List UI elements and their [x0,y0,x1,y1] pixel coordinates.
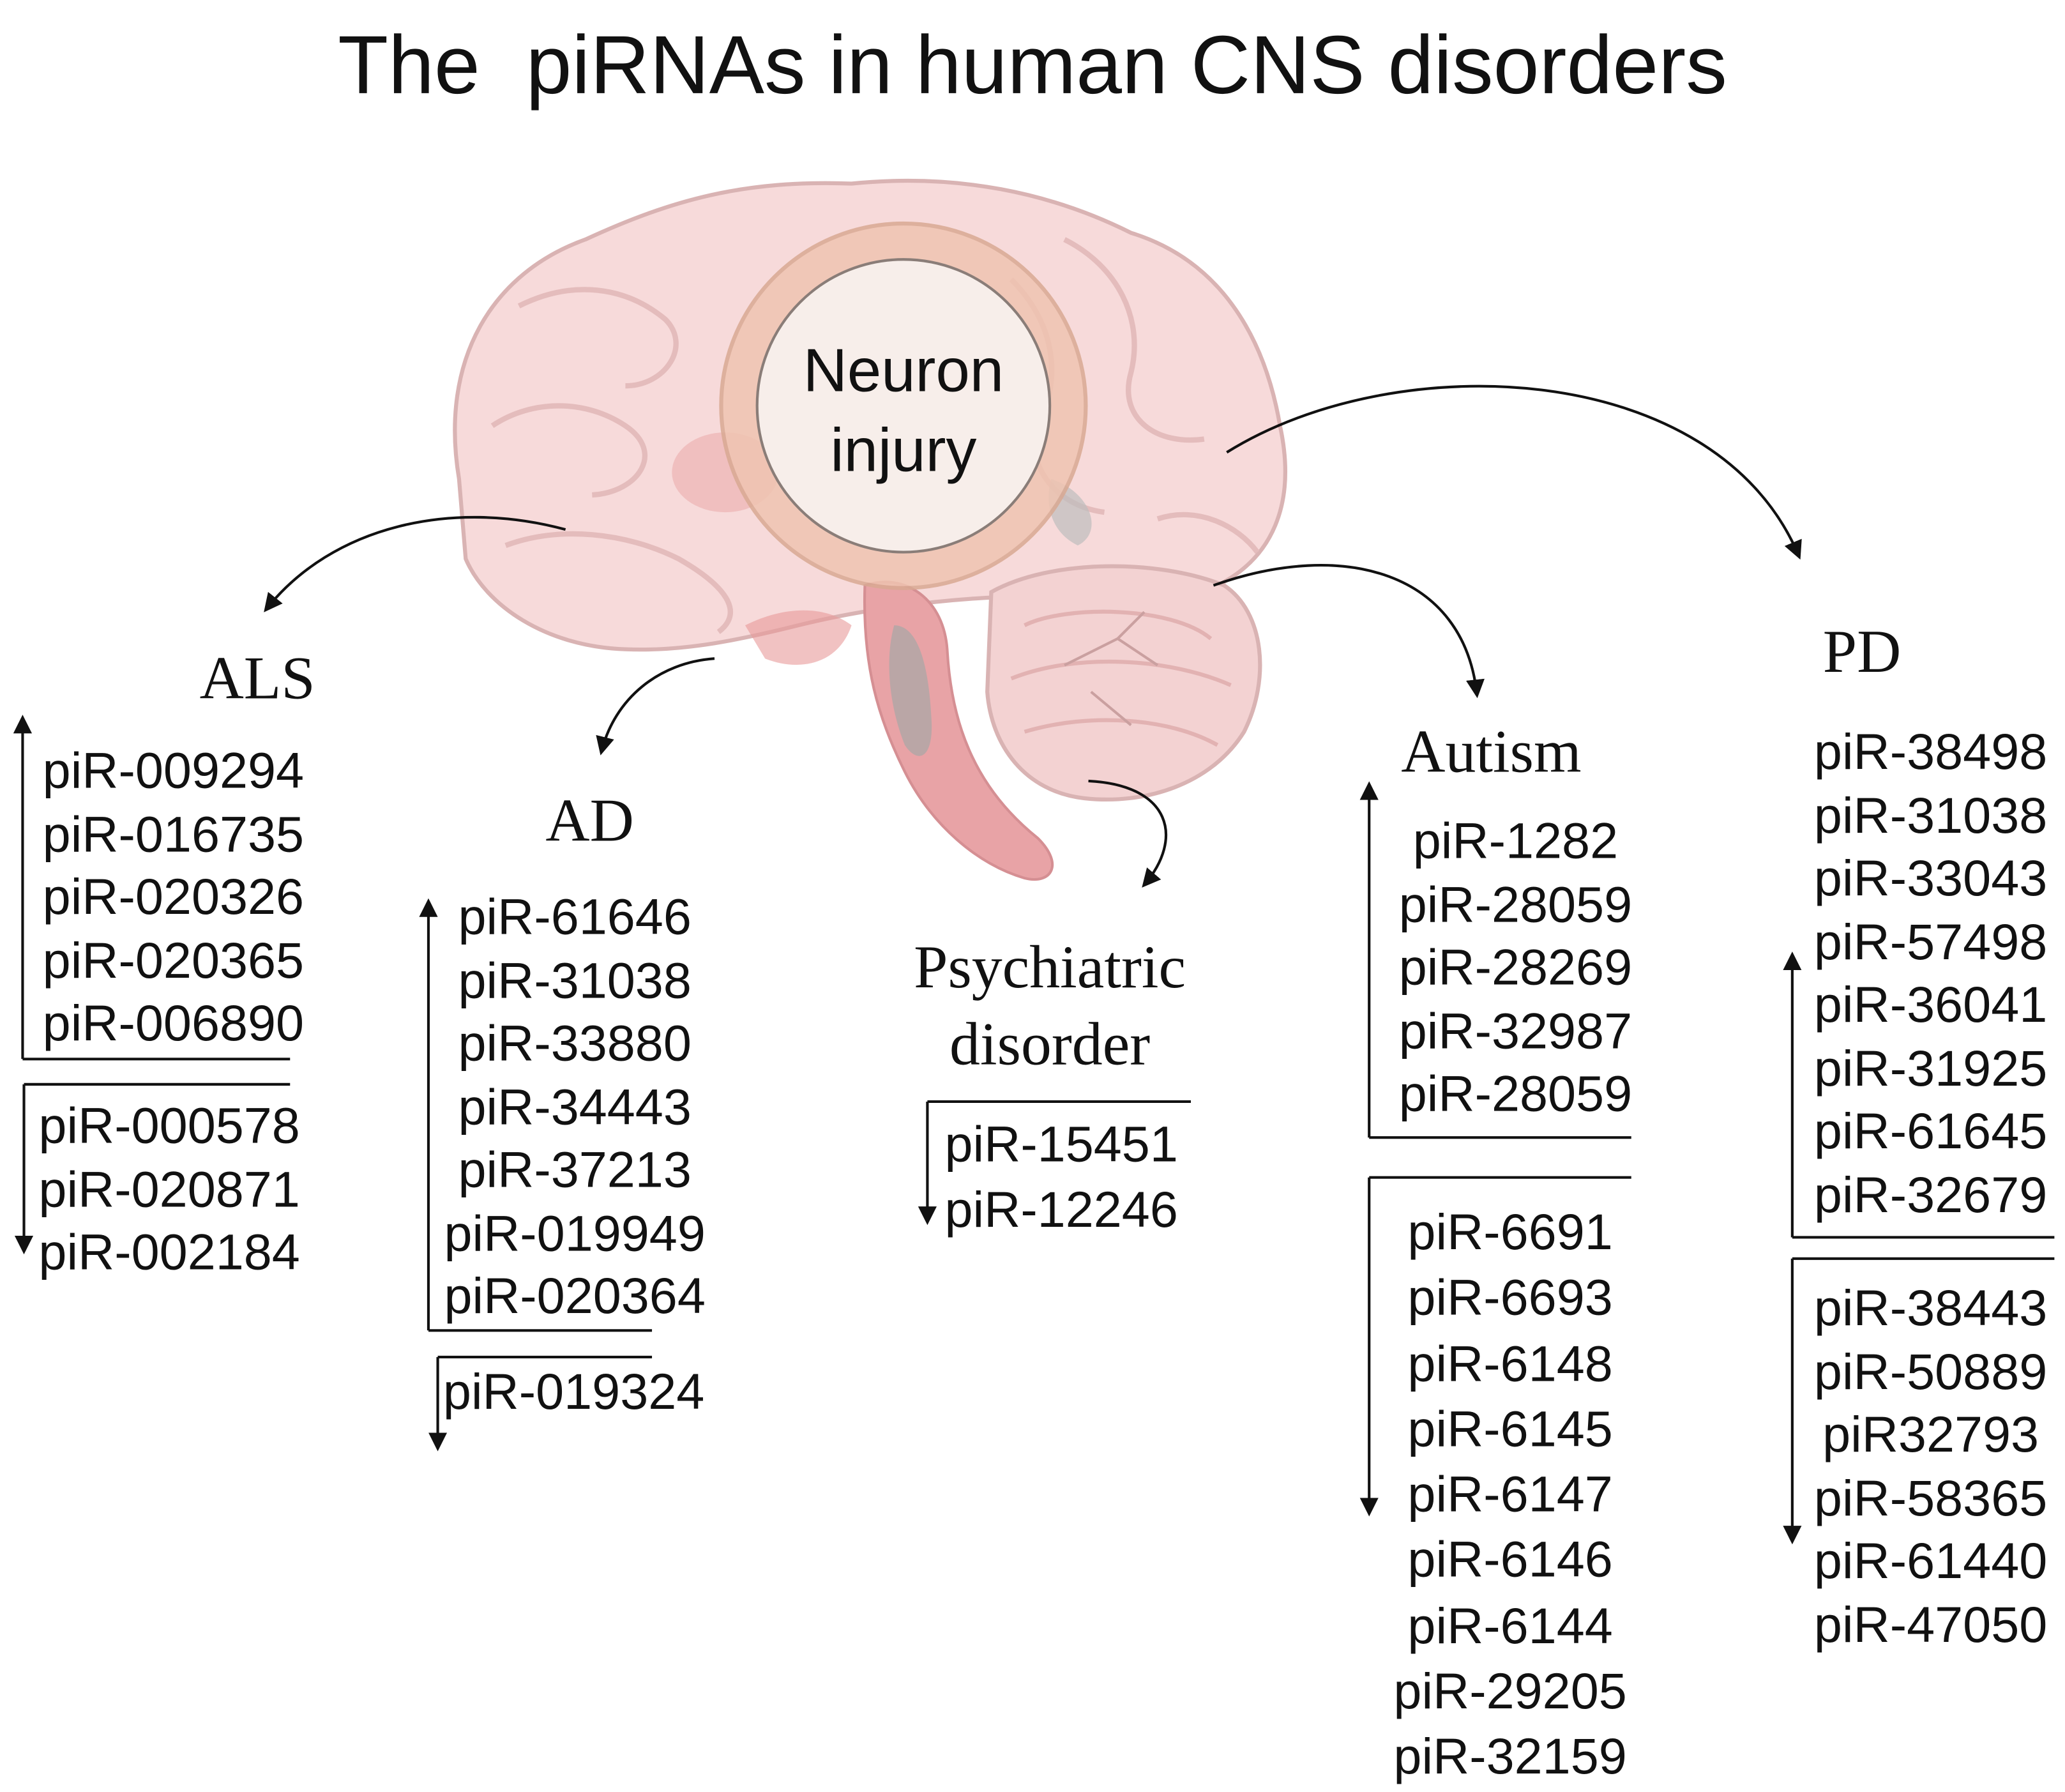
autism-down-list: piR-6691 piR-6693 piR-6148 piR-6145 piR-… [1370,1201,1650,1791]
list-item: piR-020365 [42,933,305,989]
list-item: piR-6693 [1407,1271,1613,1327]
list-item: piR-38443 [1813,1281,2048,1337]
als-up-list: piR-009294 piR-016735 piR-020326 piR-020… [43,741,304,1057]
list-item: piR-6147 [1407,1468,1613,1524]
gyrus-line [490,403,648,498]
list-item: piR-34443 [458,1079,692,1136]
list-item: piR-009294 [42,743,305,800]
arrow-to-psychiatric [1088,779,1167,888]
list-item: piR-000578 [38,1098,300,1155]
psychiatric-heading: Psychiatric disorder [891,929,1208,1083]
list-item: piR-6145 [1407,1402,1613,1459]
pd-down-list: piR-38443 piR-50889 piR32793 piR-58365 p… [1800,1279,2061,1658]
list-item: piR-6146 [1407,1533,1613,1590]
list-item: piR-33880 [458,1016,692,1073]
list-item: piR-58365 [1813,1471,2048,1527]
brainstem-core [889,625,932,756]
pd-up-list: piR-38498 piR-31038 piR-33043 piR-57498 … [1800,722,2061,1228]
list-item: piR-29205 [1393,1664,1627,1720]
ad-up-list: piR-61646 piR-31038 piR-33880 piR-34443 … [435,888,715,1330]
midbrain-region [745,610,852,665]
list-item: piR-28269 [1398,940,1633,997]
figure-title: The piRNAs in human CNS disorders [338,20,1727,112]
list-item: piR-61645 [1813,1104,2048,1160]
list-item: piR-12246 [944,1183,1178,1239]
list-item: piR-47050 [1813,1597,2048,1653]
list-item: piR-15451 [944,1117,1178,1174]
pd-heading: PD [1822,617,1902,685]
gyrus-line [504,531,734,634]
list-item: piR-020871 [38,1162,300,1219]
als-heading: ALS [199,644,315,712]
neuron-injury-core [755,258,1052,554]
list-item: piR-61440 [1813,1534,2048,1590]
list-item: piR-28059 [1398,1067,1633,1123]
arrow-to-pd [1226,384,1802,560]
list-item: piR-020364 [444,1269,706,1325]
arrow-to-als [264,515,566,612]
list-item: piR-50889 [1813,1344,2048,1401]
list-item: piR-6144 [1407,1598,1613,1655]
list-item: piR-020326 [42,870,305,926]
neuron-injury-line-1: Neuron [803,335,1004,405]
neuron-injury-line-2: injury [830,414,977,485]
als-down-list: piR-000578 piR-020871 piR-002184 [38,1097,299,1286]
psychiatric-heading-line-1: Psychiatric [914,932,1186,1001]
list-item: piR-37213 [458,1143,692,1199]
list-item: piR-57498 [1813,915,2048,971]
list-item: piR-36041 [1813,978,2048,1034]
autism-heading: Autism [1401,717,1582,786]
list-item: piR-6691 [1407,1205,1613,1261]
list-item: piR-019949 [444,1206,706,1263]
ad-down-list: piR-019324 [443,1362,704,1425]
list-item: piR-002184 [38,1225,300,1282]
list-item: piR-32159 [1393,1730,1627,1786]
gyrus-line [1156,512,1260,554]
list-item: piR-31925 [1813,1041,2048,1097]
psychiatric-heading-line-2: disorder [949,1010,1151,1078]
list-item: piR-006890 [42,996,305,1052]
gyrus-line [1063,237,1205,443]
list-item: piR-33043 [1813,851,2048,907]
arrow-to-autism [1213,564,1485,699]
gyrus-line [517,287,679,389]
list-item: piR-016735 [42,807,305,863]
ad-heading: AD [545,786,634,854]
list-item: piR32793 [1822,1408,2039,1464]
list-item: piR-31038 [458,953,692,1010]
list-item: piR-28059 [1398,877,1633,934]
list-item: piR-61646 [458,890,692,946]
list-item: piR-019324 [442,1365,705,1421]
cerebellum-folia [1010,609,1232,747]
psychiatric-down-list: piR-15451 piR-12246 [944,1114,1177,1244]
autism-up-list: piR-1282 piR-28059 piR-28269 piR-32987 p… [1377,812,1654,1128]
list-item: piR-32679 [1813,1167,2048,1224]
list-item: piR-38498 [1813,725,2048,781]
list-item: piR-6148 [1407,1336,1613,1393]
list-item: piR-31038 [1813,788,2048,844]
arrow-to-ad [596,657,715,756]
cerebellum [985,564,1262,802]
neuron-injury-label: Neuron injury [759,330,1048,490]
arbor-vitae [1064,611,1159,726]
list-item: piR-32987 [1398,1003,1633,1060]
list-item: piR-1282 [1412,814,1619,870]
